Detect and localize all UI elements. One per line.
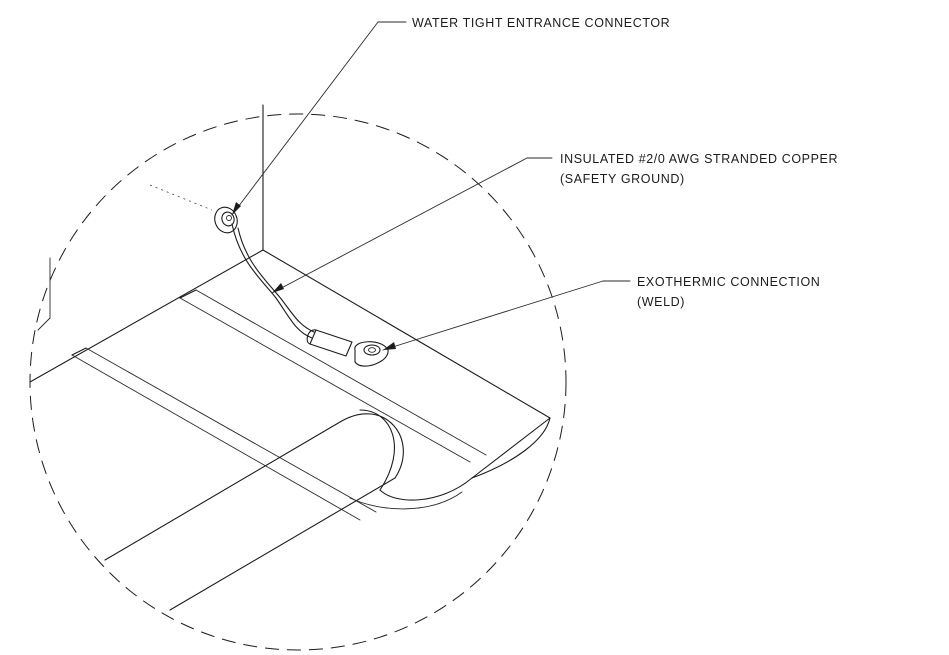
callout-conductor-sublabel: (SAFETY GROUND): [560, 172, 685, 186]
exothermic-weld: [306, 329, 389, 367]
callout-conductor-label: INSULATED #2/0 AWG STRANDED COPPER: [560, 152, 838, 166]
wall-corner: [37, 104, 264, 331]
rail-pipe: [104, 409, 473, 611]
callout-weld-sublabel: (WELD): [637, 295, 685, 309]
entrance-connector: [214, 206, 238, 234]
leader-weld: [382, 280, 631, 351]
deck-slab: [29, 249, 551, 521]
ground-conductor: [231, 223, 315, 339]
leader-conductor: [271, 157, 553, 294]
callout-weld-label: EXOTHERMIC CONNECTION: [637, 275, 820, 289]
leader-connector: [231, 21, 407, 216]
detail-circle: [29, 113, 567, 651]
callout-connector-label: WATER TIGHT ENTRANCE CONNECTOR: [412, 16, 670, 30]
